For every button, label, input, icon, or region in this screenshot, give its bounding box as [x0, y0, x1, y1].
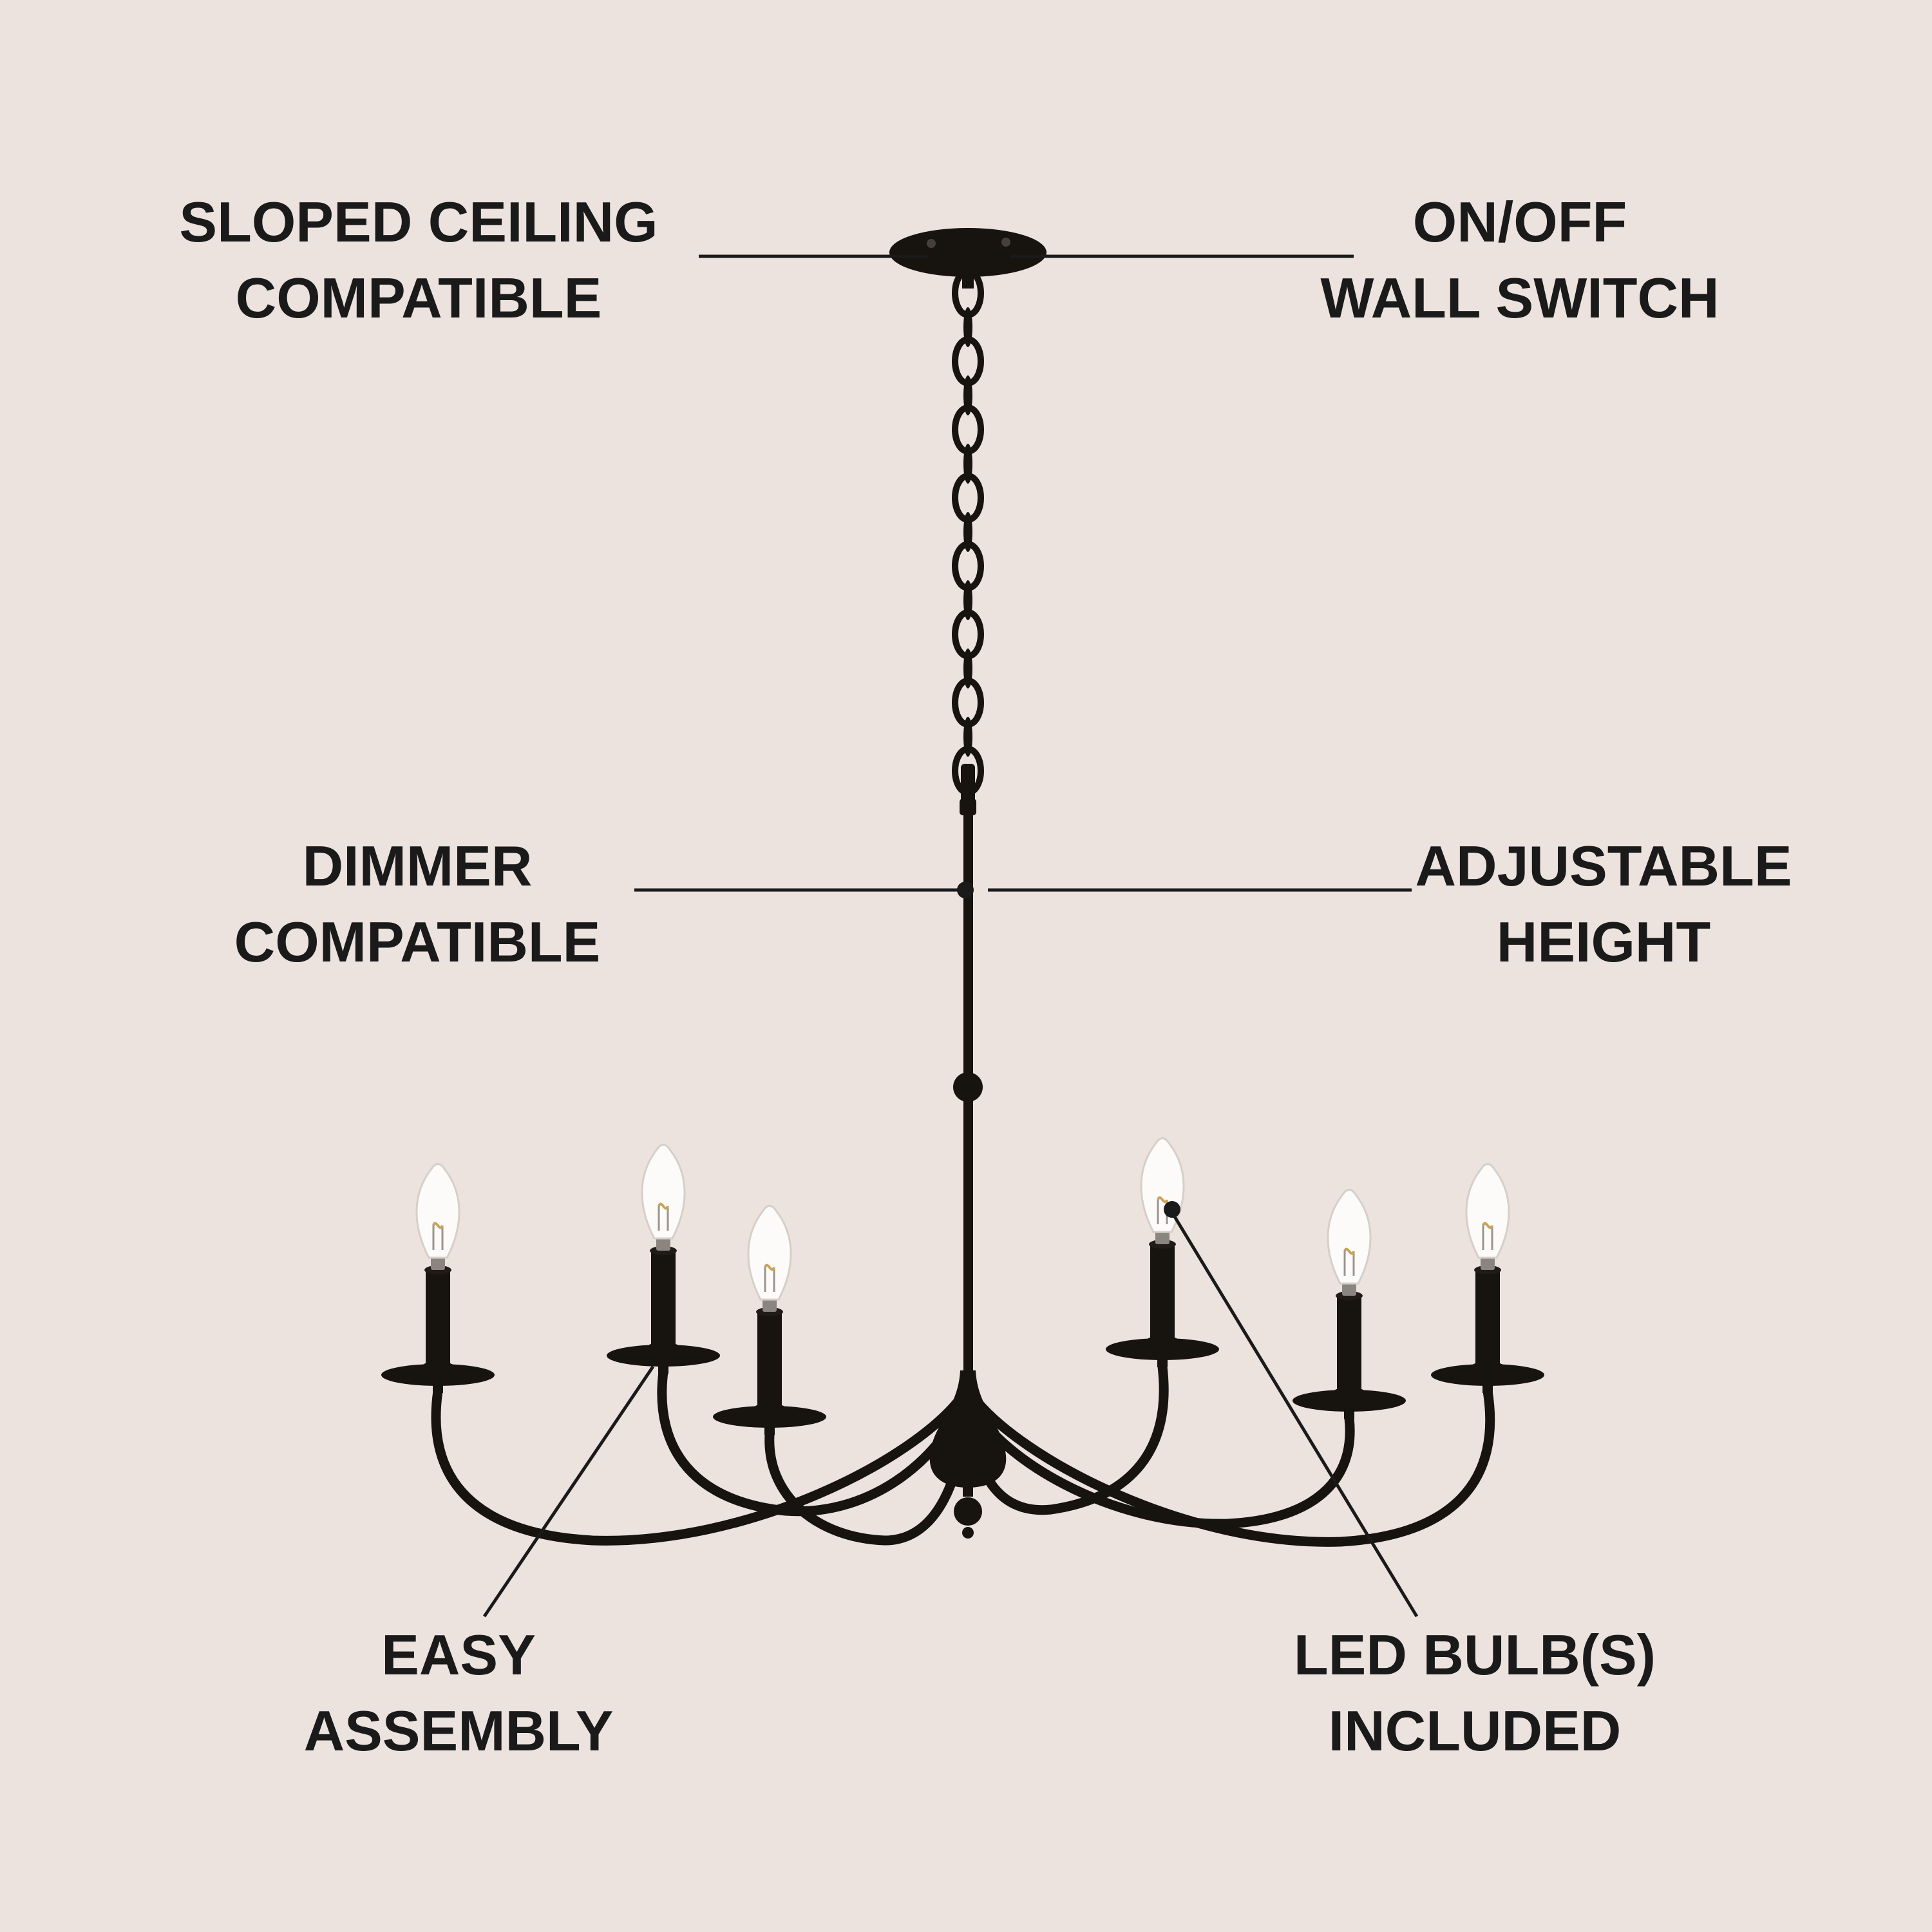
- bulb-wires: [764, 1267, 775, 1292]
- candelabra-bulb-icon: [641, 1144, 686, 1240]
- led-callout-dot: [1164, 1201, 1180, 1218]
- bulb-wires: [432, 1226, 444, 1250]
- drip-tray: [381, 1364, 495, 1386]
- drip-tray: [1293, 1390, 1406, 1412]
- callout-wall-switch: ON/OFF WALL SWITCH: [1320, 184, 1719, 336]
- chandelier: [381, 228, 1544, 1547]
- canopy-stem: [962, 273, 974, 289]
- easy-assembly-leader: [482, 1365, 655, 1618]
- candle-6: [1431, 1163, 1544, 1393]
- callout-adjustable-height: ADJUSTABLE HEIGHT: [1415, 828, 1792, 980]
- candle-2: [607, 1144, 720, 1374]
- drip-tray: [1431, 1364, 1544, 1386]
- bulb-wires: [1343, 1251, 1355, 1276]
- bulb-wires: [658, 1206, 669, 1231]
- candle-tube: [1337, 1294, 1361, 1396]
- callout-dimmer: DIMMER COMPATIBLE: [234, 828, 601, 980]
- candle-tube: [757, 1311, 782, 1412]
- finial-ball: [954, 1497, 982, 1526]
- bulb-filament: [1343, 1247, 1355, 1255]
- candle-tube: [426, 1269, 450, 1370]
- candle-1: [381, 1163, 495, 1393]
- candelabra-bulb-icon: [747, 1205, 792, 1301]
- callout-text-line: HEIGHT: [1496, 910, 1711, 974]
- bulb-filament: [658, 1202, 669, 1210]
- callout-text-line: EASY: [381, 1623, 536, 1687]
- drip-tray: [713, 1406, 826, 1428]
- canopy-screw: [1001, 238, 1010, 247]
- candle-tube: [1475, 1269, 1500, 1370]
- callout-text-line: DIMMER: [302, 834, 533, 898]
- led-bulbs-leader: [1171, 1213, 1419, 1618]
- canopy-screw: [927, 239, 936, 248]
- callout-sloped-ceiling: SLOPED CEILING COMPATIBLE: [179, 184, 658, 336]
- finial-stem: [963, 1486, 973, 1497]
- callout-text-line: INCLUDED: [1328, 1699, 1622, 1763]
- callout-text-line: WALL SWITCH: [1320, 266, 1719, 330]
- callout-text-line: COMPATIBLE: [234, 910, 601, 974]
- bulb-filament: [1157, 1196, 1168, 1204]
- center-body: [929, 1370, 1007, 1488]
- candelabra-bulb-icon: [1465, 1163, 1510, 1259]
- drip-tray: [1106, 1338, 1219, 1360]
- candle-tube: [1150, 1243, 1175, 1345]
- callout-text-line: SLOPED CEILING: [179, 190, 658, 254]
- bulb-filament: [1482, 1222, 1493, 1229]
- dimmer-callout-dot: [957, 882, 974, 898]
- rod-ball-detail: [953, 1072, 983, 1102]
- drip-tray: [607, 1345, 720, 1367]
- bulb-filament: [764, 1264, 775, 1271]
- candle-3: [713, 1205, 826, 1435]
- finial-tip: [962, 1527, 974, 1539]
- candle-4: [1106, 1137, 1219, 1367]
- bulb-filament: [432, 1222, 444, 1229]
- callout-text-line: ASSEMBLY: [303, 1699, 614, 1763]
- bulb-wires: [1482, 1226, 1493, 1250]
- arm-1: [431, 1386, 967, 1546]
- chain-connector: [961, 764, 975, 805]
- callout-easy-assembly: EASY ASSEMBLY: [304, 1617, 614, 1769]
- candelabra-bulb-icon: [1327, 1189, 1372, 1285]
- candles-and-bulbs: [381, 1137, 1544, 1435]
- callout-text-line: COMPATIBLE: [235, 266, 602, 330]
- callout-led-bulbs: LED BULB(S) INCLUDED: [1294, 1617, 1656, 1769]
- hanging-chain: [952, 268, 984, 796]
- callout-text-line: LED BULB(S): [1293, 1623, 1656, 1687]
- candelabra-bulb-icon: [1140, 1137, 1185, 1233]
- arm-6: [969, 1386, 1495, 1547]
- candelabra-bulb-icon: [415, 1163, 460, 1259]
- callout-text-line: ADJUSTABLE: [1415, 834, 1792, 898]
- callout-lines: [482, 254, 1419, 1618]
- candle-5: [1293, 1189, 1406, 1419]
- candle-tube: [651, 1249, 676, 1351]
- callout-text-line: ON/OFF: [1412, 190, 1627, 254]
